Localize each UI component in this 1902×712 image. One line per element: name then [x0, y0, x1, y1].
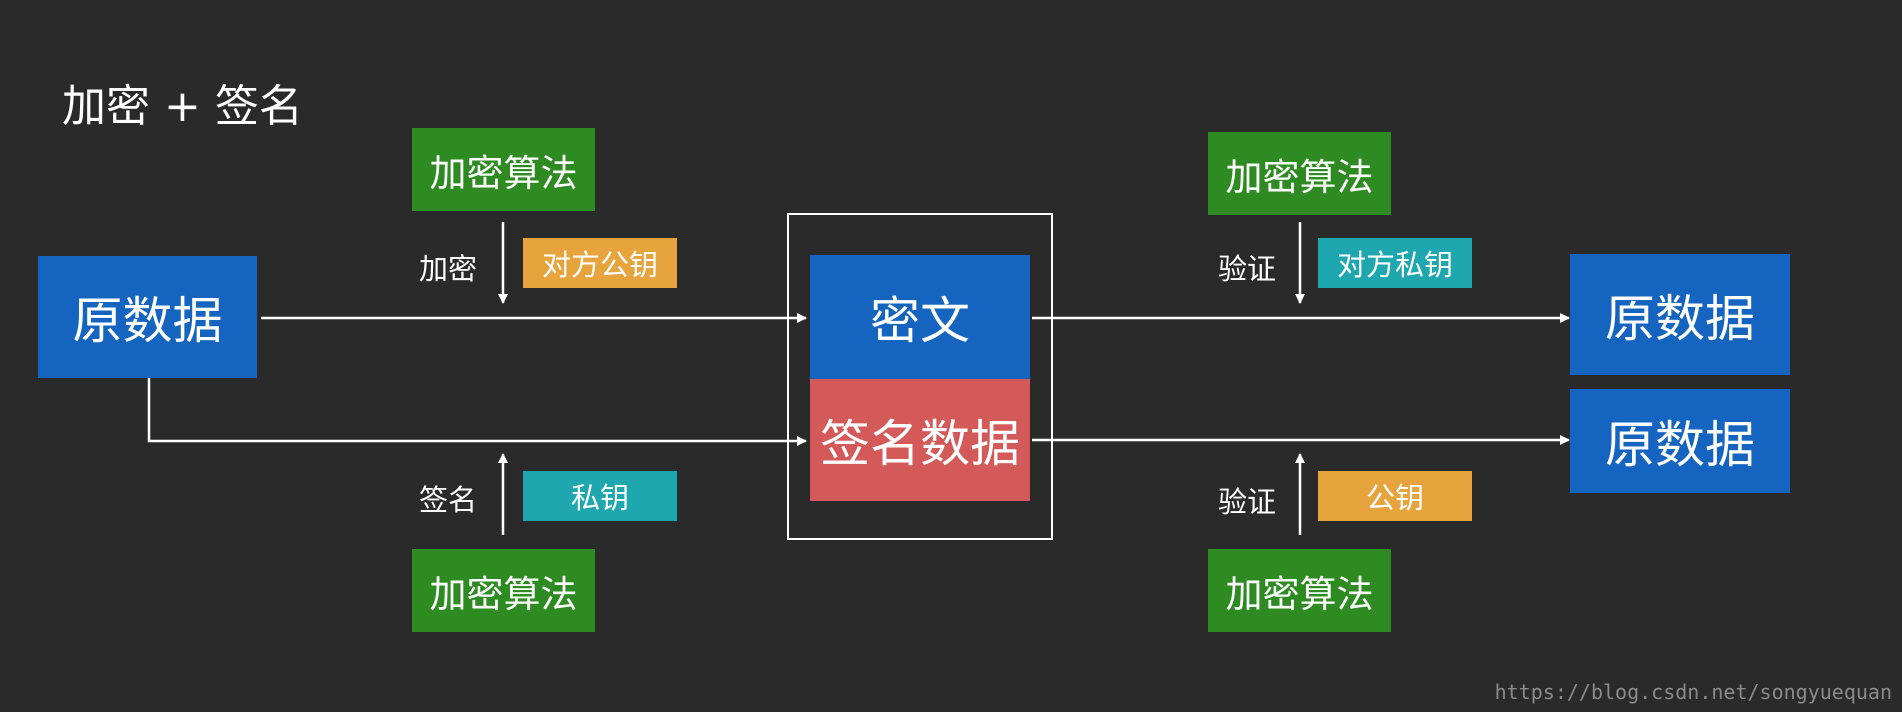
recipient-private-key-tag: 对方私钥 — [1318, 238, 1472, 288]
output-data-bottom-box: 原数据 — [1570, 389, 1790, 493]
verify-top-label: 验证 — [1218, 252, 1277, 286]
encrypt-label: 加密 — [419, 252, 478, 286]
diagram-title: 加密 + 签名 — [62, 81, 303, 132]
verify-top-algorithm-box: 加密算法 — [1208, 132, 1391, 215]
verify-bottom-algorithm-box: 加密算法 — [1208, 549, 1391, 632]
output-data-top-box: 原数据 — [1570, 254, 1790, 375]
private-key-tag: 私钥 — [523, 471, 677, 521]
source-data-box: 原数据 — [38, 256, 257, 378]
ciphertext-box: 密文 — [810, 255, 1030, 379]
public-key-tag: 公钥 — [1318, 471, 1472, 521]
signature-data-box: 签名数据 — [810, 379, 1030, 501]
sign-label: 签名 — [419, 483, 478, 517]
encrypted-package-frame — [787, 213, 1053, 540]
arrow-source-to-signature — [147, 378, 807, 446]
recipient-public-key-tag: 对方公钥 — [523, 238, 677, 288]
sign-algorithm-box: 加密算法 — [412, 549, 595, 632]
verify-bottom-label: 验证 — [1218, 485, 1277, 519]
encrypt-algorithm-box: 加密算法 — [412, 128, 595, 211]
source-watermark: https://blog.csdn.net/songyuequan — [1494, 680, 1892, 704]
